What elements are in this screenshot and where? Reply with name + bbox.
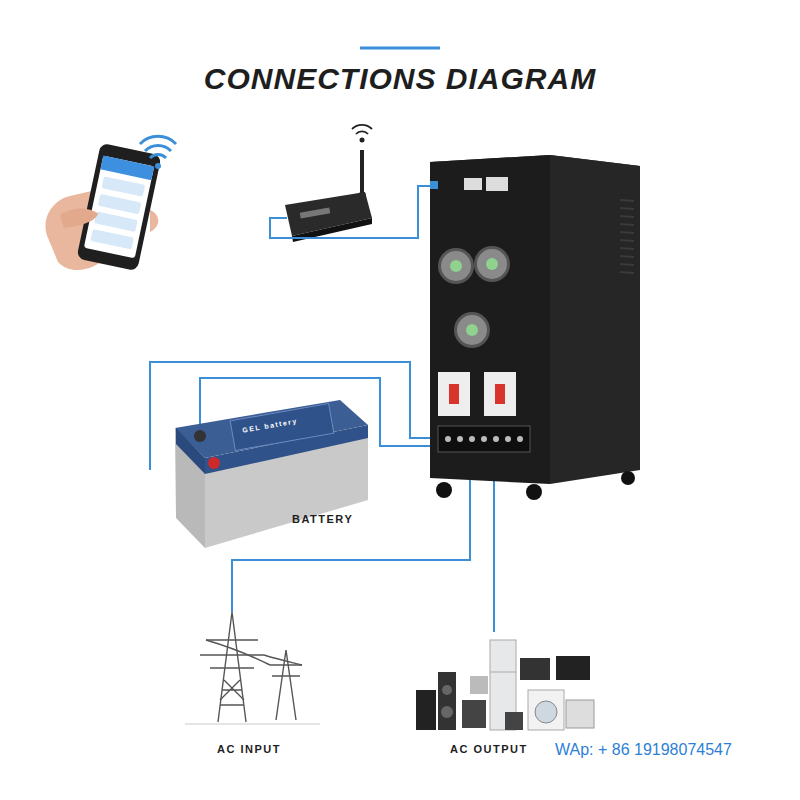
battery-brand: GEL battery [242, 417, 298, 434]
wifi-module [285, 125, 372, 242]
inverter-cabinet [430, 155, 640, 500]
node-label: AC INPUT [217, 743, 281, 755]
phone-illustration [45, 136, 176, 271]
accent-line [360, 47, 440, 50]
appliances-illustration [416, 640, 594, 730]
wire [150, 186, 502, 632]
node-label: AC OUTPUT [450, 743, 528, 755]
battery-illustration [175, 400, 368, 548]
ac-output-node: AC OUTPUT [410, 630, 600, 760]
battery-node: GEL batteryBATTERY [160, 395, 375, 550]
watermark: WAp: + 86 19198074547 [555, 741, 732, 759]
diagram-title: CONNECTIONS DIAGRAM [0, 62, 800, 96]
node-label: BATTERY [292, 513, 353, 525]
pylon-illustration [185, 612, 320, 724]
ac-input-node: AC INPUT [185, 605, 335, 760]
